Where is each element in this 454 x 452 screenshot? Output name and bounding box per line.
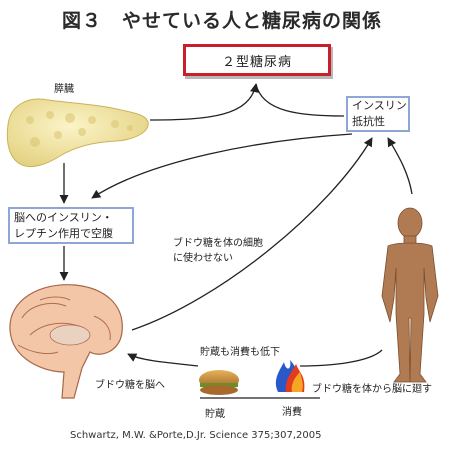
pancreas-label: 膵臓 xyxy=(54,84,74,95)
glucose-body-to-brain-label: ブドウ糖を体から脳に廻す xyxy=(312,384,432,395)
citation: Schwartz, M.W. &Porte,D.Jr. Science 375;… xyxy=(70,430,322,441)
brain-hunger-line2: レプチン作用で空腹 xyxy=(14,227,113,240)
brain-hunger-line1: 脳へのインスリン・ xyxy=(14,211,113,224)
figure-title: 図３ やせている人と糖尿病の関係 xyxy=(62,10,383,32)
brain-illustration xyxy=(9,284,123,399)
brain-hunger-box: 脳へのインスリン・ レプチン作用で空腹 xyxy=(8,207,134,244)
glucose-to-brain-label: ブドウ糖を脳へ xyxy=(95,380,165,391)
burger-illustration xyxy=(199,370,239,395)
insulin-resistance-box: インスリン 抵抗性 xyxy=(346,96,410,132)
glucose-not-used-line1: ブドウ糖を体の細胞 xyxy=(173,238,263,249)
human-body-illustration xyxy=(381,207,439,383)
pancreas-illustration xyxy=(6,98,149,168)
storage-use-low-label: 貯蔵も消費も低下 xyxy=(200,347,280,358)
glucose-not-used-label: ブドウ糖を体の細胞 に使わせない xyxy=(173,236,263,266)
insulin-resistance-line2: 抵抗性 xyxy=(352,115,385,128)
consumption-label: 消費 xyxy=(282,407,302,418)
glucose-not-used-line2: に使わせない xyxy=(173,253,233,264)
type2-diabetes-box: ２型糖尿病 xyxy=(183,44,331,76)
insulin-resistance-line1: インスリン xyxy=(352,99,407,112)
flames-illustration xyxy=(275,360,305,392)
storage-label: 貯蔵 xyxy=(205,409,225,420)
